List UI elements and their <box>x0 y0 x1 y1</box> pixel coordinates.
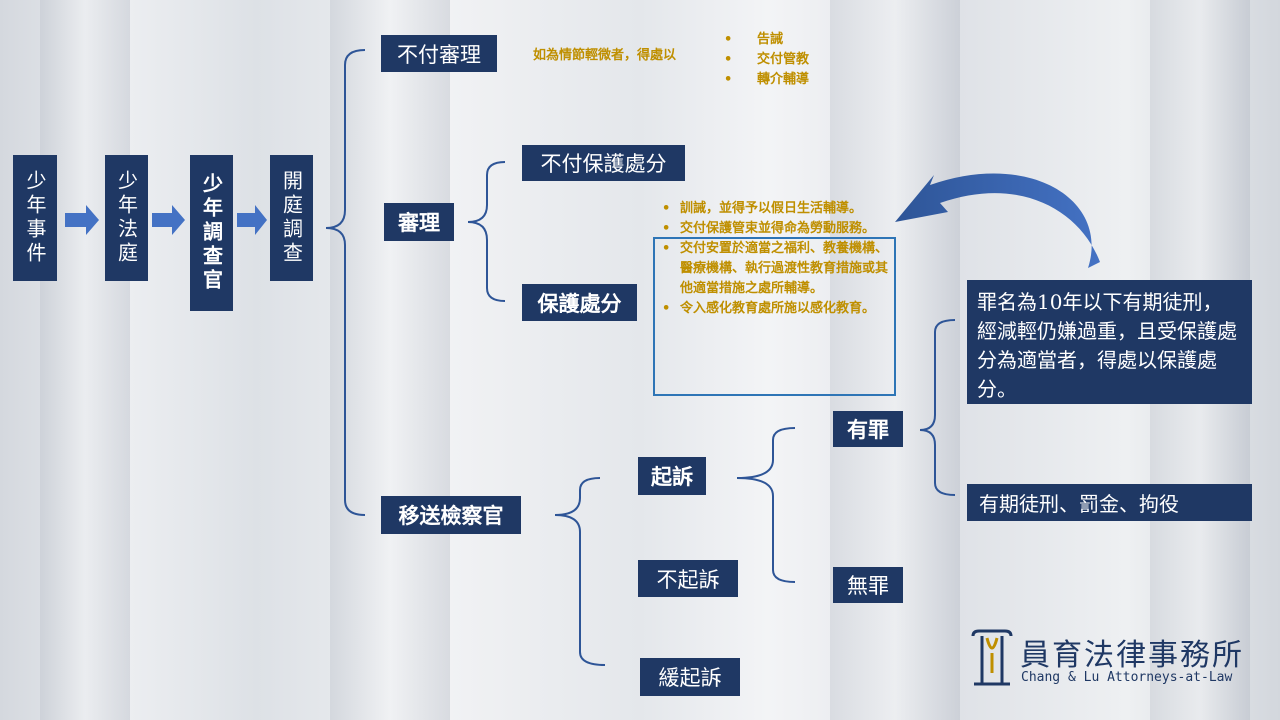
option: 交付管教 <box>722 50 809 70</box>
no-indict-box: 不起訴 <box>638 560 738 597</box>
prosecutor-box: 移送檢察官 <box>381 496 521 534</box>
measure: 訓誡，並得予以假日生活輔導。 <box>660 199 888 219</box>
flow-hearing: 開庭調查 <box>270 155 313 281</box>
logo-english: Chang & Lu Attorneys-at-Law <box>1021 670 1233 685</box>
logo: 員育法律事務所 Chang & Lu Attorneys-at-Law <box>970 628 1255 690</box>
no-protection-box: 不付保護處分 <box>522 145 685 181</box>
no-trial-options: 告誡 交付管教 轉介輔導 <box>722 30 809 90</box>
deferred-box: 緩起訴 <box>640 658 740 696</box>
guilty-box: 有罪 <box>833 411 903 447</box>
logo-name: 員育法律事務所 <box>1020 638 1244 673</box>
flow-probation-officer: 少年調查官 <box>190 155 233 311</box>
pillar-logo-icon <box>971 629 1013 686</box>
curved-arrow-icon <box>895 173 1100 268</box>
penalties-box: 有期徒刑、罰金、拘役 <box>967 484 1252 521</box>
flow-juvenile-case: 少年事件 <box>13 155 57 281</box>
bg-column <box>40 0 130 720</box>
no-trial-condition: 如為情節輕微者，得處以 <box>533 48 677 63</box>
option: 告誡 <box>722 30 809 50</box>
measure: 交付安置於適當之福利、教養機構、醫療機構、執行過渡性教育措施或其他適當措施之處所… <box>660 239 888 299</box>
protection-box: 保護處分 <box>522 284 637 321</box>
not-guilty-box: 無罪 <box>833 567 903 603</box>
option: 轉介輔導 <box>722 70 809 90</box>
trial-box: 審理 <box>384 203 454 241</box>
measure: 交付保護管束並得命為勞動服務。 <box>660 219 888 239</box>
sentence-note-box: 罪名為10年以下有期徒刑，經減輕仍嫌過重，且受保護處分為適當者，得處以保護處分。 <box>967 280 1252 404</box>
measure: 令入感化教育處所施以感化教育。 <box>660 299 888 319</box>
bg-column <box>330 0 450 720</box>
no-trial-box: 不付審理 <box>381 35 497 72</box>
indict-box: 起訴 <box>638 457 706 495</box>
protection-measures: 訓誡，並得予以假日生活輔導。 交付保護管束並得命為勞動服務。 交付安置於適當之福… <box>660 199 888 319</box>
flow-juvenile-court: 少年法庭 <box>105 155 148 281</box>
